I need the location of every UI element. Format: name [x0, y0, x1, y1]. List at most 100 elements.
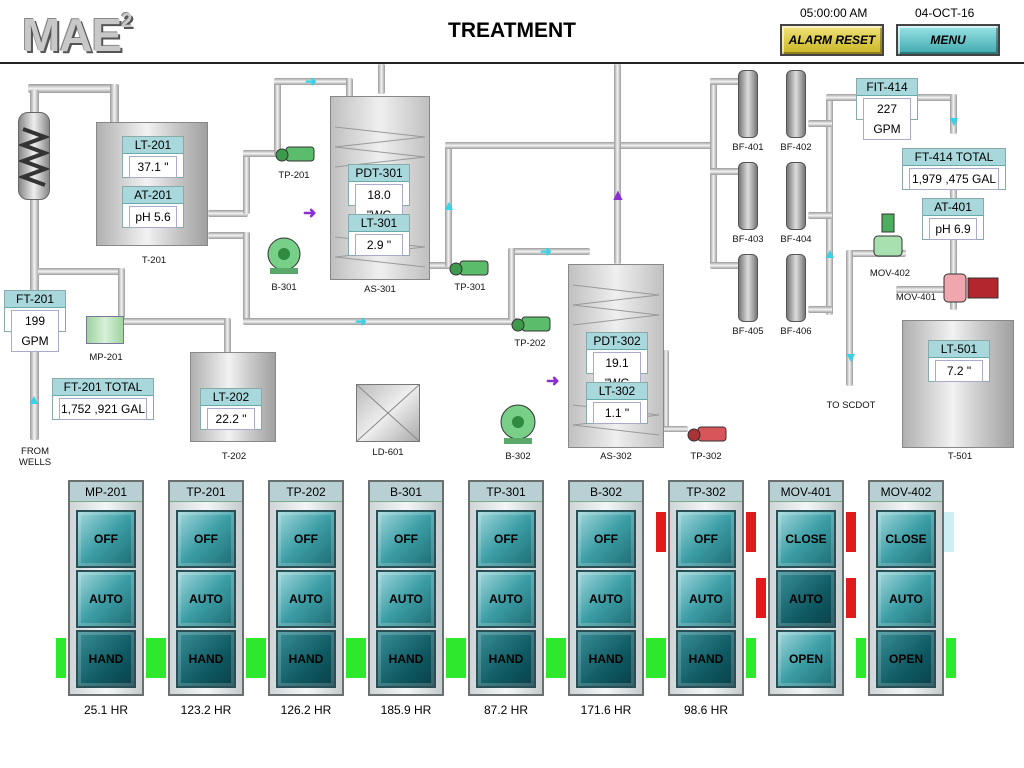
bf406-label: BF-406 — [780, 326, 812, 337]
tp302-label: TP-302 — [690, 451, 722, 462]
alarm-reset-button[interactable]: ALARM RESET — [780, 24, 884, 56]
bf404-label: BF-404 — [780, 234, 812, 245]
cartridge-filter-icon — [17, 112, 51, 200]
auto-button[interactable]: AUTO — [576, 570, 636, 628]
button-label: CLOSE — [785, 532, 827, 546]
button-label: AUTO — [589, 592, 623, 606]
pipe — [208, 232, 248, 239]
pipe — [508, 248, 590, 255]
as302-label: AS-302 — [600, 451, 632, 462]
pipe — [274, 80, 281, 155]
auto-button[interactable]: AUTO — [76, 570, 136, 628]
hand-button[interactable]: HAND — [176, 630, 236, 688]
pipe — [710, 78, 740, 85]
page-title: TREATMENT — [448, 19, 576, 42]
button-label: AUTO — [489, 592, 523, 606]
auto-button[interactable]: AUTO — [276, 570, 336, 628]
pipe — [208, 210, 248, 217]
off-button[interactable]: OFF — [676, 510, 736, 568]
pipe — [826, 95, 833, 315]
off-button[interactable]: OFF — [476, 510, 536, 568]
off-button[interactable]: OFF — [376, 510, 436, 568]
pipe — [38, 268, 123, 275]
off-button[interactable]: OFF — [176, 510, 236, 568]
clock-date: 04-OCT-16 — [915, 6, 975, 20]
hand-button[interactable]: HAND — [376, 630, 436, 688]
pipe — [120, 318, 230, 325]
alarm-indicator — [846, 512, 856, 552]
open-button[interactable]: OPEN — [876, 630, 936, 688]
runtime-hours: 25.1 HR — [83, 703, 129, 717]
off-button[interactable]: OFF — [576, 510, 636, 568]
bag-filter-bf406 — [786, 254, 806, 322]
alarm-indicator — [656, 512, 666, 552]
off-button[interactable]: OFF — [276, 510, 336, 568]
hand-button[interactable]: HAND — [276, 630, 336, 688]
pipe — [808, 306, 832, 313]
status-indicator — [346, 638, 356, 678]
pipe — [30, 90, 39, 440]
close-button[interactable]: CLOSE — [776, 510, 836, 568]
status-indicator — [656, 638, 666, 678]
to-scdot-label: TO SCDOT — [826, 400, 876, 411]
runtime-hours: 171.6 HR — [580, 703, 632, 717]
pipe — [28, 84, 118, 93]
button-label: OFF — [494, 532, 518, 546]
tp202-label: TP-202 — [514, 338, 546, 349]
auto-button[interactable]: AUTO — [776, 570, 836, 628]
button-label: HAND — [88, 652, 124, 666]
pipe — [846, 250, 853, 386]
pipe — [710, 168, 740, 175]
menu-button[interactable]: MENU — [896, 24, 1000, 56]
hand-button[interactable]: HAND — [676, 630, 736, 688]
open-button[interactable]: OPEN — [776, 630, 836, 688]
hand-button[interactable]: HAND — [76, 630, 136, 688]
auto-button[interactable]: AUTO — [376, 570, 436, 628]
mov401-label: MOV-401 — [895, 292, 937, 303]
pipe — [614, 64, 621, 264]
pipe — [243, 232, 250, 324]
pipe — [428, 262, 450, 269]
button-label: HAND — [688, 652, 724, 666]
off-button[interactable]: OFF — [76, 510, 136, 568]
flow-arrow-down: ▼ — [947, 113, 961, 129]
pump-tp301-icon — [449, 260, 489, 276]
auto-button[interactable]: AUTO — [476, 570, 536, 628]
control-panel-title: B-301 — [370, 482, 442, 502]
control-panel-title: MP-201 — [70, 482, 142, 502]
close-button[interactable]: CLOSE — [876, 510, 936, 568]
runtime-hours: 87.2 HR — [483, 703, 529, 717]
bf401-label: BF-401 — [732, 142, 764, 153]
control-panel-title: B-302 — [570, 482, 642, 502]
bag-filter-bf402 — [786, 70, 806, 138]
hand-button[interactable]: HAND — [476, 630, 536, 688]
pipe — [508, 248, 515, 320]
pipe — [808, 212, 832, 219]
flow-arrow-right: ➜ — [355, 313, 367, 329]
hand-button[interactable]: HAND — [576, 630, 636, 688]
air-flow-arrow-up: ▲ — [610, 187, 626, 204]
button-label: OFF — [294, 532, 318, 546]
air-flow-arrow: ➜ — [303, 205, 317, 222]
runtime-hours: 98.6 HR — [683, 703, 729, 717]
auto-button[interactable]: AUTO — [676, 570, 736, 628]
button-label: OFF — [394, 532, 418, 546]
auto-button[interactable]: AUTO — [176, 570, 236, 628]
auto-button[interactable]: AUTO — [876, 570, 936, 628]
runtime-hours: 185.9 HR — [380, 703, 432, 717]
b301-label: B-301 — [271, 282, 297, 293]
pipe — [243, 318, 518, 325]
flow-arrow-up: ▲ — [442, 197, 456, 213]
pipe — [243, 150, 250, 214]
button-label: HAND — [188, 652, 224, 666]
status-indicator — [456, 638, 466, 678]
